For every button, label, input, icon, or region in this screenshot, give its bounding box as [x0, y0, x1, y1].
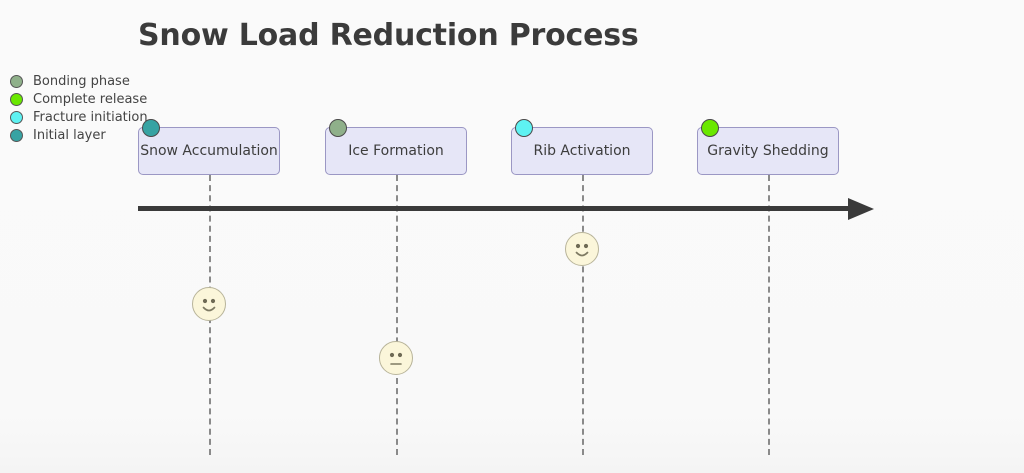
- legend-item: Bonding phase: [10, 72, 190, 90]
- legend-item-label: Bonding phase: [33, 73, 130, 89]
- legend-swatch-icon: [10, 92, 23, 106]
- milestone-box[interactable]: Snow Accumulation: [138, 127, 280, 175]
- timeline-arrowhead-icon: [848, 198, 874, 220]
- milestone-category-dot-icon: [701, 119, 719, 137]
- legend-item-label: Complete release: [33, 91, 148, 107]
- milestone-label: Gravity Shedding: [707, 143, 829, 159]
- legend-swatch-icon: [10, 74, 23, 88]
- mood-neutral-icon: [379, 341, 413, 375]
- milestone-category-dot-icon: [142, 119, 160, 137]
- mood-happy-icon: [192, 287, 226, 321]
- legend-item: Complete release: [10, 90, 190, 108]
- milestone-connector: [396, 175, 398, 455]
- legend-swatch-icon: [10, 110, 23, 124]
- milestone-label: Rib Activation: [533, 143, 631, 159]
- milestone-label: Snow Accumulation: [140, 143, 278, 159]
- legend-item-label: Fracture initiation: [33, 109, 148, 125]
- legend-swatch-icon: [10, 128, 23, 142]
- milestone-box[interactable]: Gravity Shedding: [697, 127, 839, 175]
- milestone-box[interactable]: Rib Activation: [511, 127, 653, 175]
- milestone-category-dot-icon: [329, 119, 347, 137]
- page-title: Snow Load Reduction Process: [138, 18, 639, 53]
- mood-happy-icon: [565, 232, 599, 266]
- milestone-box[interactable]: Ice Formation: [325, 127, 467, 175]
- milestone-connector: [768, 175, 770, 455]
- milestone-connector: [582, 175, 584, 455]
- milestone-label: Ice Formation: [348, 143, 444, 159]
- legend-item: Initial layer: [10, 126, 190, 144]
- legend-item: Fracture initiation: [10, 108, 190, 126]
- milestone-category-dot-icon: [515, 119, 533, 137]
- legend: Bonding phase Complete release Fracture …: [10, 72, 190, 144]
- timeline-axis: [138, 206, 850, 211]
- legend-item-label: Initial layer: [33, 127, 106, 143]
